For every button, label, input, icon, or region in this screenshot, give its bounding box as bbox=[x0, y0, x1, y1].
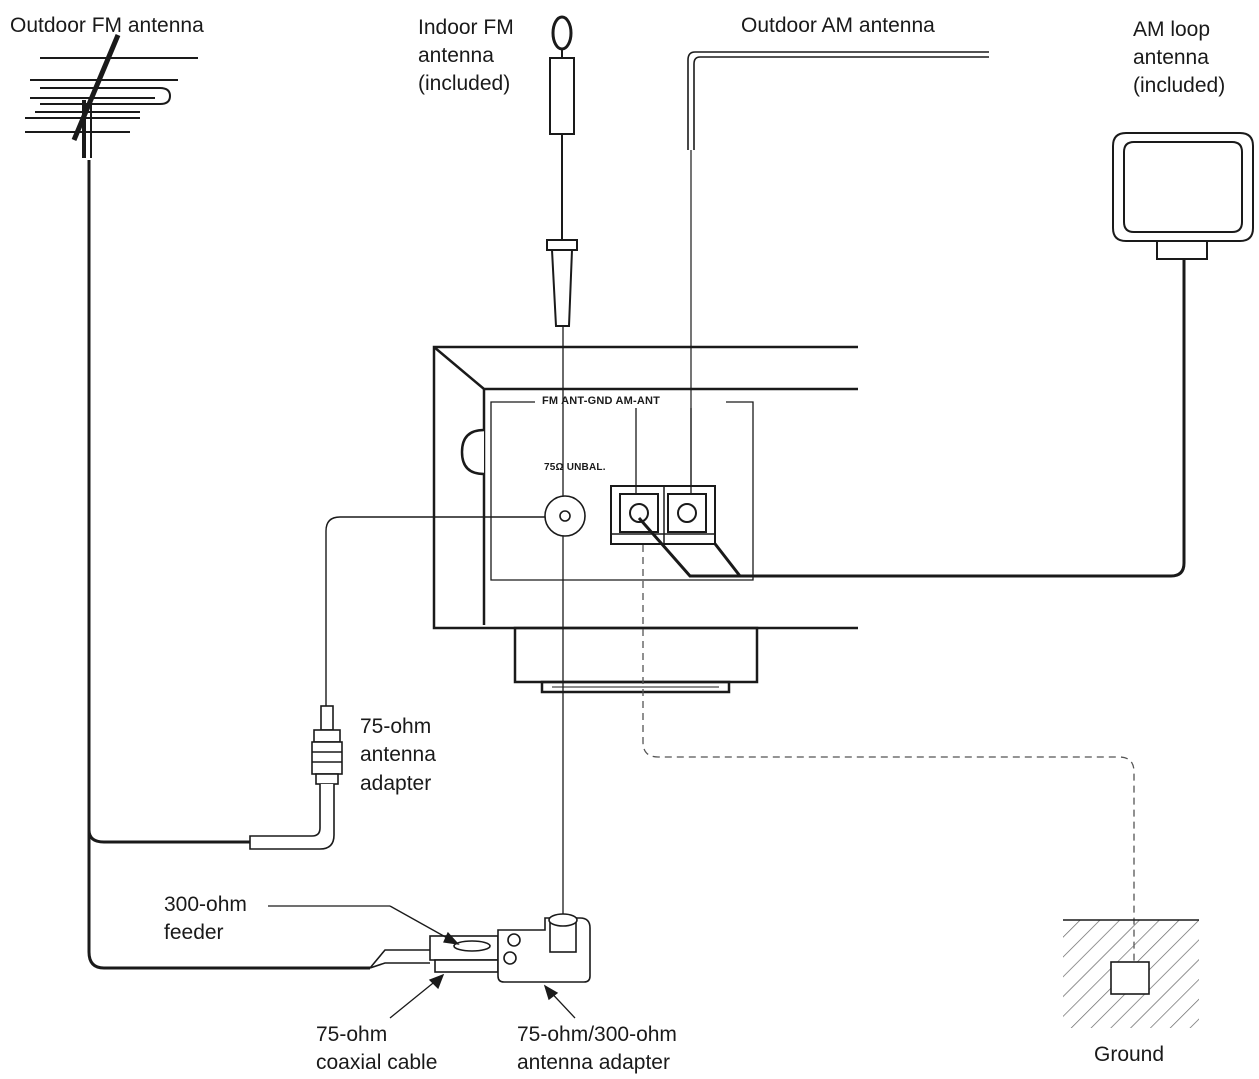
adapter-75-300-label-1: 75-ohm/300-ohm bbox=[517, 1023, 677, 1046]
adapter-75-300-icon bbox=[369, 913, 591, 983]
am-loop-label-2: antenna bbox=[1133, 46, 1209, 69]
terminal-area bbox=[490, 401, 754, 581]
am-loop-label-3: (included) bbox=[1133, 74, 1226, 97]
indoor-fm-label-1: Indoor FM bbox=[418, 16, 514, 39]
unbal-label: 75Ω UNBAL. bbox=[544, 462, 606, 473]
outdoor-fm-label: Outdoor FM antenna bbox=[10, 14, 204, 37]
adapter-75-300-label-2: antenna adapter bbox=[517, 1051, 670, 1074]
outdoor-fm-cable bbox=[87, 160, 370, 970]
outdoor-fm-antenna-icon bbox=[25, 34, 198, 158]
coax-75-label-2: coaxial cable bbox=[316, 1051, 438, 1074]
callout-leaders bbox=[268, 905, 576, 1019]
adapter-75-label-3: adapter bbox=[360, 772, 432, 795]
fm-coax-jack-icon bbox=[544, 495, 586, 537]
outdoor-am-label: Outdoor AM antenna bbox=[741, 14, 935, 37]
outdoor-am-antenna-icon bbox=[687, 51, 989, 490]
indoor-fm-antenna-icon bbox=[546, 15, 578, 920]
adapter-75-cable bbox=[325, 516, 545, 706]
ground-wire bbox=[642, 545, 1135, 962]
am-loop-cable bbox=[693, 259, 1186, 578]
adapter-75-ohm-icon bbox=[249, 705, 343, 850]
indoor-fm-label-2: antenna bbox=[418, 44, 494, 67]
terminal-leaders bbox=[635, 408, 740, 578]
receiver-rear-panel bbox=[432, 345, 858, 694]
coax-75-label-1: 75-ohm bbox=[316, 1023, 388, 1046]
feeder-300-label-1: 300-ohm bbox=[164, 893, 247, 916]
feeder-300-label-2: feeder bbox=[164, 921, 224, 944]
panel-header-label: FM ANT-GND AM-ANT bbox=[542, 395, 661, 407]
adapter-75-label-2: antenna bbox=[360, 743, 436, 766]
ground-symbol-icon bbox=[1063, 919, 1199, 1028]
adapter-75-label-1: 75-ohm bbox=[360, 715, 432, 738]
am-loop-label-1: AM loop bbox=[1133, 18, 1211, 41]
indoor-fm-label-3: (included) bbox=[418, 72, 511, 95]
ground-label: Ground bbox=[1094, 1043, 1165, 1066]
am-terminal-block-icon bbox=[610, 485, 716, 545]
am-loop-antenna-icon bbox=[1112, 132, 1254, 260]
